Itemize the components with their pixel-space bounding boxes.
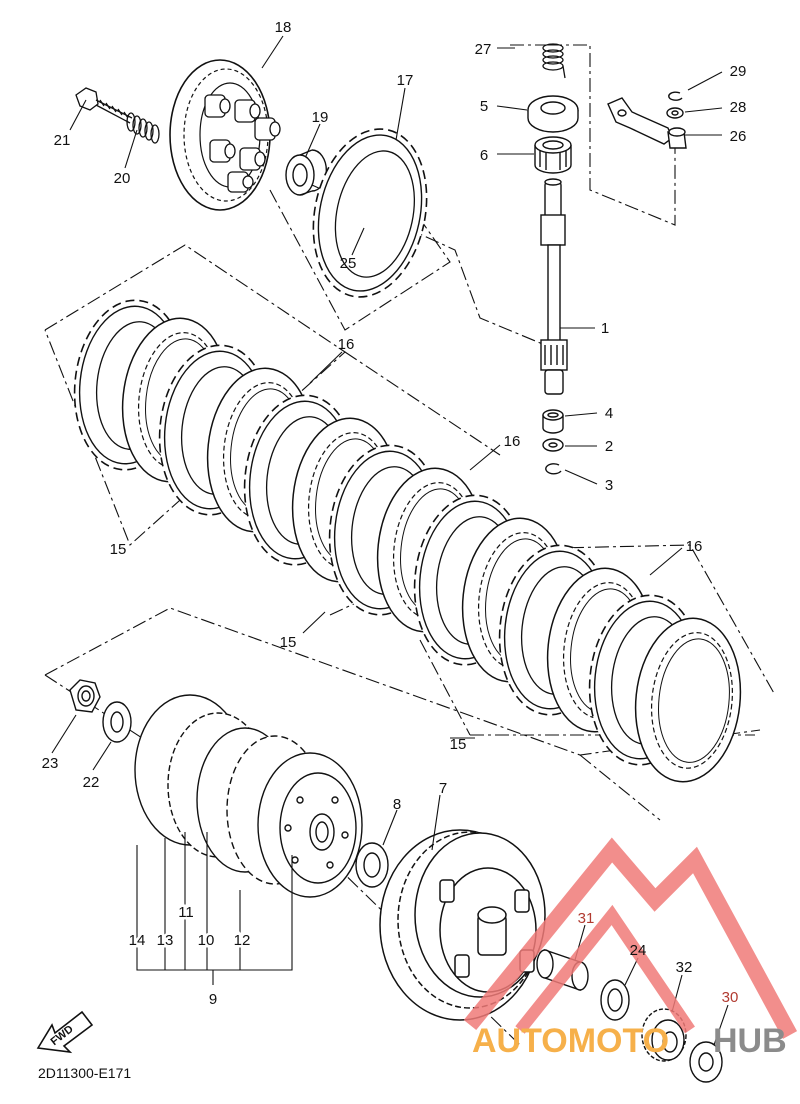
watermark-left-text: AUTOMOTO [472,1022,669,1060]
callout-14: 14 [129,932,146,949]
leader-lines [51,35,729,1046]
circlip-3 [545,463,562,475]
spring-27 [542,43,566,79]
thrust-washer-8 [355,842,389,888]
oil-seal-5 [527,95,579,133]
callout-3: 3 [605,477,613,494]
callout-29: 29 [730,63,747,80]
callout-4: 4 [605,405,613,422]
drive-gear-32 [641,1008,687,1062]
callout-9: 9 [209,991,217,1008]
callout-15c: 15 [450,736,467,753]
washer-2 [542,438,564,452]
callout-5: 5 [480,98,488,115]
bearing-4 [542,409,564,434]
callout-25: 25 [340,255,357,272]
callout-32: 32 [676,959,693,976]
callout-28: 28 [730,99,747,116]
callout-27: 27 [475,41,492,58]
callout-16c: 16 [686,538,703,555]
pressure-plate-18 [169,59,281,211]
callout-19: 19 [312,109,329,126]
callout-26: 26 [730,128,747,145]
callout-15b: 15 [280,634,297,651]
callout-12: 12 [234,932,251,949]
automotohub-watermark: AUTOMOTO HUB [463,837,798,1060]
callout-2: 2 [605,438,613,455]
washer-28 [666,107,684,119]
washer-22 [102,701,132,743]
callout-15a: 15 [110,541,127,558]
callout-8: 8 [393,796,401,813]
push-lever-26 [607,97,687,149]
callout-22: 22 [83,774,100,791]
callout-6: 6 [480,147,488,164]
callout-16b: 16 [504,433,521,450]
push-shaft-1 [540,178,568,395]
washer-30 [689,1041,723,1083]
callout-21: 21 [54,132,71,149]
callout-16a: 16 [338,336,355,353]
callout-23: 23 [42,755,59,772]
callout-24: 24 [630,942,647,959]
bearing-19 [285,149,328,196]
clutch-boss-assembly-9 [134,694,363,898]
callout-31: 31 [578,910,595,927]
needle-bearing-24 [600,979,630,1021]
fwd-arrow-icon: FWD [36,1010,94,1054]
callout-labels: 18 17 19 21 20 25 27 5 6 29 28 26 1 4 2 … [42,19,747,1008]
diagram-code: 2D11300-E171 [38,1065,131,1081]
callout-7: 7 [439,780,447,797]
callout-30: 30 [722,989,739,1006]
callout-17: 17 [397,72,414,89]
callout-13: 13 [157,932,174,949]
callout-18: 18 [275,19,292,36]
callout-20: 20 [114,170,131,187]
clutch-housing-7 [379,829,546,1021]
bolt-21 [75,87,133,124]
callout-11: 11 [178,904,194,921]
friction-plate-17 [297,117,443,309]
bearing-6 [534,136,572,174]
callout-1: 1 [601,320,609,337]
callout-10: 10 [198,932,215,949]
watermark-right-text: HUB [713,1022,787,1060]
spring-20 [126,112,160,144]
circlip-29 [668,91,683,101]
nut-23 [69,679,101,713]
